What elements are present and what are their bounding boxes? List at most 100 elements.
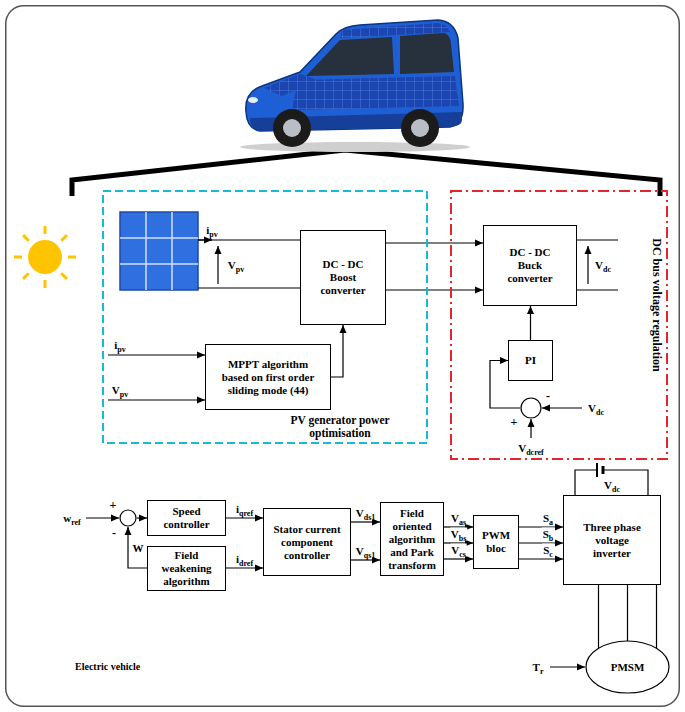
edge-label: Vds1 [355, 507, 377, 520]
sun-symbol [68, 256, 76, 259]
summing-junction: +- [119, 509, 137, 527]
signal-label: w [63, 512, 71, 524]
edge-label: Vbs [450, 528, 468, 541]
connector [519, 558, 563, 559]
edge-label: Sb [542, 528, 555, 541]
region-outline [103, 191, 427, 443]
sign-label: - [112, 527, 116, 540]
edge-label: S [543, 512, 549, 524]
box-label: DC - DC Buck converter [502, 246, 558, 285]
wire [198, 239, 300, 240]
process-box: DC - DC Buck converter [483, 225, 577, 306]
connector [627, 585, 628, 641]
summing-circle [120, 510, 136, 526]
wire [217, 246, 218, 284]
bracket [72, 150, 660, 196]
sun-symbol [61, 273, 67, 279]
connector [128, 527, 147, 568]
wire [577, 289, 618, 290]
connector [226, 567, 263, 568]
signal-label: ipv [205, 224, 219, 237]
wire [550, 666, 585, 667]
connector [656, 585, 657, 648]
car-illustration [283, 119, 301, 137]
figure-frame: Electric vehicle PV generator power optim… [5, 5, 680, 707]
signal-label: dc [612, 485, 620, 494]
edge-label: qs1 [364, 551, 376, 560]
wire [587, 246, 588, 284]
edge-label: qref [239, 509, 253, 518]
edge-label: cs [459, 550, 466, 559]
signal-label: Vdc [603, 479, 621, 492]
car-illustration [340, 23, 450, 38]
signal-label: Tr [532, 661, 545, 674]
signal-label: pv [236, 265, 244, 274]
signal-label: Vdcref [517, 442, 545, 455]
signal-label: T [533, 661, 540, 673]
edge-label: Sc [542, 544, 554, 557]
signal-label: ipv [113, 339, 127, 352]
motor-ellipse: PMSM [585, 640, 670, 694]
signal-label: pv [209, 230, 217, 239]
edge-label: Vqs1 [355, 545, 377, 558]
signal-label: dc [596, 408, 604, 417]
signal-label: Vpv [111, 384, 129, 397]
signal-label: dc [603, 265, 611, 274]
signal-label: Vdc [587, 402, 605, 415]
wire [108, 354, 205, 355]
signal-label: V [604, 479, 612, 491]
connector [386, 289, 483, 290]
box-label: PI [525, 354, 536, 367]
box-label: Three phase voltage inverter [579, 521, 645, 560]
car-illustration [292, 76, 459, 110]
sun-symbol [44, 280, 47, 288]
edge-label: as [459, 518, 466, 527]
edge-label: V [451, 544, 459, 556]
edge-label: Vcs [450, 544, 467, 557]
frame-outline [6, 6, 680, 707]
dashed-region: DC bus voltage regulation DC - DC Buck co… [450, 190, 668, 460]
process-box: Speed controller [147, 500, 226, 536]
connector [519, 542, 563, 543]
box-label: DC - DC Boost converter [315, 258, 371, 297]
connector [331, 325, 343, 377]
region-title: Electric vehicle [75, 660, 215, 673]
node-outline [119, 509, 137, 527]
region-title: DC bus voltage regulation [650, 238, 663, 371]
dashed-region: PV generator power optimisationDC - DC B… [102, 190, 428, 444]
car-illustration [240, 142, 470, 152]
edge-label: Sa [542, 512, 554, 525]
edge-label: Vas [450, 512, 467, 525]
car-illustration [400, 33, 454, 74]
summing-junction: -+ [520, 397, 542, 419]
car-illustration [306, 37, 394, 76]
edge-label: iqref [235, 503, 254, 516]
sun-symbol [28, 240, 62, 274]
connector [226, 517, 263, 518]
signal-label: pv [120, 390, 128, 399]
signal-label: i [206, 224, 209, 236]
edge-label: i [236, 503, 239, 515]
car-illustration [248, 97, 258, 103]
box-label: Field weakening algorithm [157, 549, 217, 588]
box-label: Stator current component controller [267, 523, 347, 562]
pv-panel [120, 212, 198, 290]
edge-label: bs [459, 534, 467, 543]
wire [86, 517, 119, 518]
battery-symbol [596, 463, 598, 477]
edge-label: idref [235, 553, 254, 566]
edge-label: V [356, 507, 364, 519]
edge-label: V [451, 512, 459, 524]
battery-symbol [603, 470, 648, 495]
battery-symbol [575, 463, 648, 495]
process-box: PWM bloc [473, 515, 519, 569]
node-outline [520, 397, 542, 419]
region-outline [451, 191, 667, 459]
signal-label: V [595, 259, 603, 271]
car-illustration [240, 20, 470, 152]
connector [530, 306, 531, 340]
sun-symbol [44, 226, 47, 234]
signal-label: wref [62, 512, 82, 525]
